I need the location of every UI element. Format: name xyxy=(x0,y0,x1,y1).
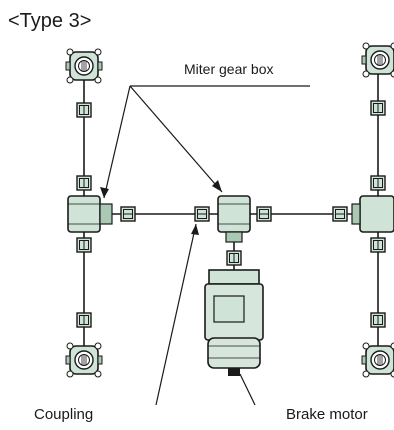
center-right-coupling xyxy=(256,206,272,222)
right-bottom-end-unit xyxy=(361,342,394,378)
left-top-coupling xyxy=(76,102,92,118)
left-lower-coupling xyxy=(76,237,92,253)
miter-gear-box-label: Miter gear box xyxy=(184,61,274,77)
leader-arrowheads xyxy=(100,180,222,235)
leader-lines xyxy=(103,85,310,406)
center-miter-gear-box xyxy=(217,195,251,243)
right-top-coupling xyxy=(370,100,386,116)
right-lower-coupling xyxy=(370,237,386,253)
brake-motor-label: Brake motor xyxy=(286,406,368,423)
brake-motor xyxy=(204,269,264,376)
right-bottom-coupling xyxy=(370,312,386,328)
right-miter-gear-box xyxy=(351,195,394,233)
diagram-title: <Type 3> xyxy=(8,10,92,32)
left-top-end-unit xyxy=(65,48,103,84)
motor-coupling xyxy=(226,250,242,266)
right-top-end-unit xyxy=(361,42,394,78)
left-bottom-coupling xyxy=(76,312,92,328)
center-left-coupling xyxy=(194,206,210,222)
right-horizontal-coupling xyxy=(332,206,348,222)
coupling-label: Coupling xyxy=(34,406,94,423)
right-upper-coupling xyxy=(370,175,386,191)
left-miter-gear-box xyxy=(67,195,113,233)
left-horizontal-coupling xyxy=(120,206,136,222)
left-upper-coupling xyxy=(76,175,92,191)
left-bottom-end-unit xyxy=(65,342,103,378)
